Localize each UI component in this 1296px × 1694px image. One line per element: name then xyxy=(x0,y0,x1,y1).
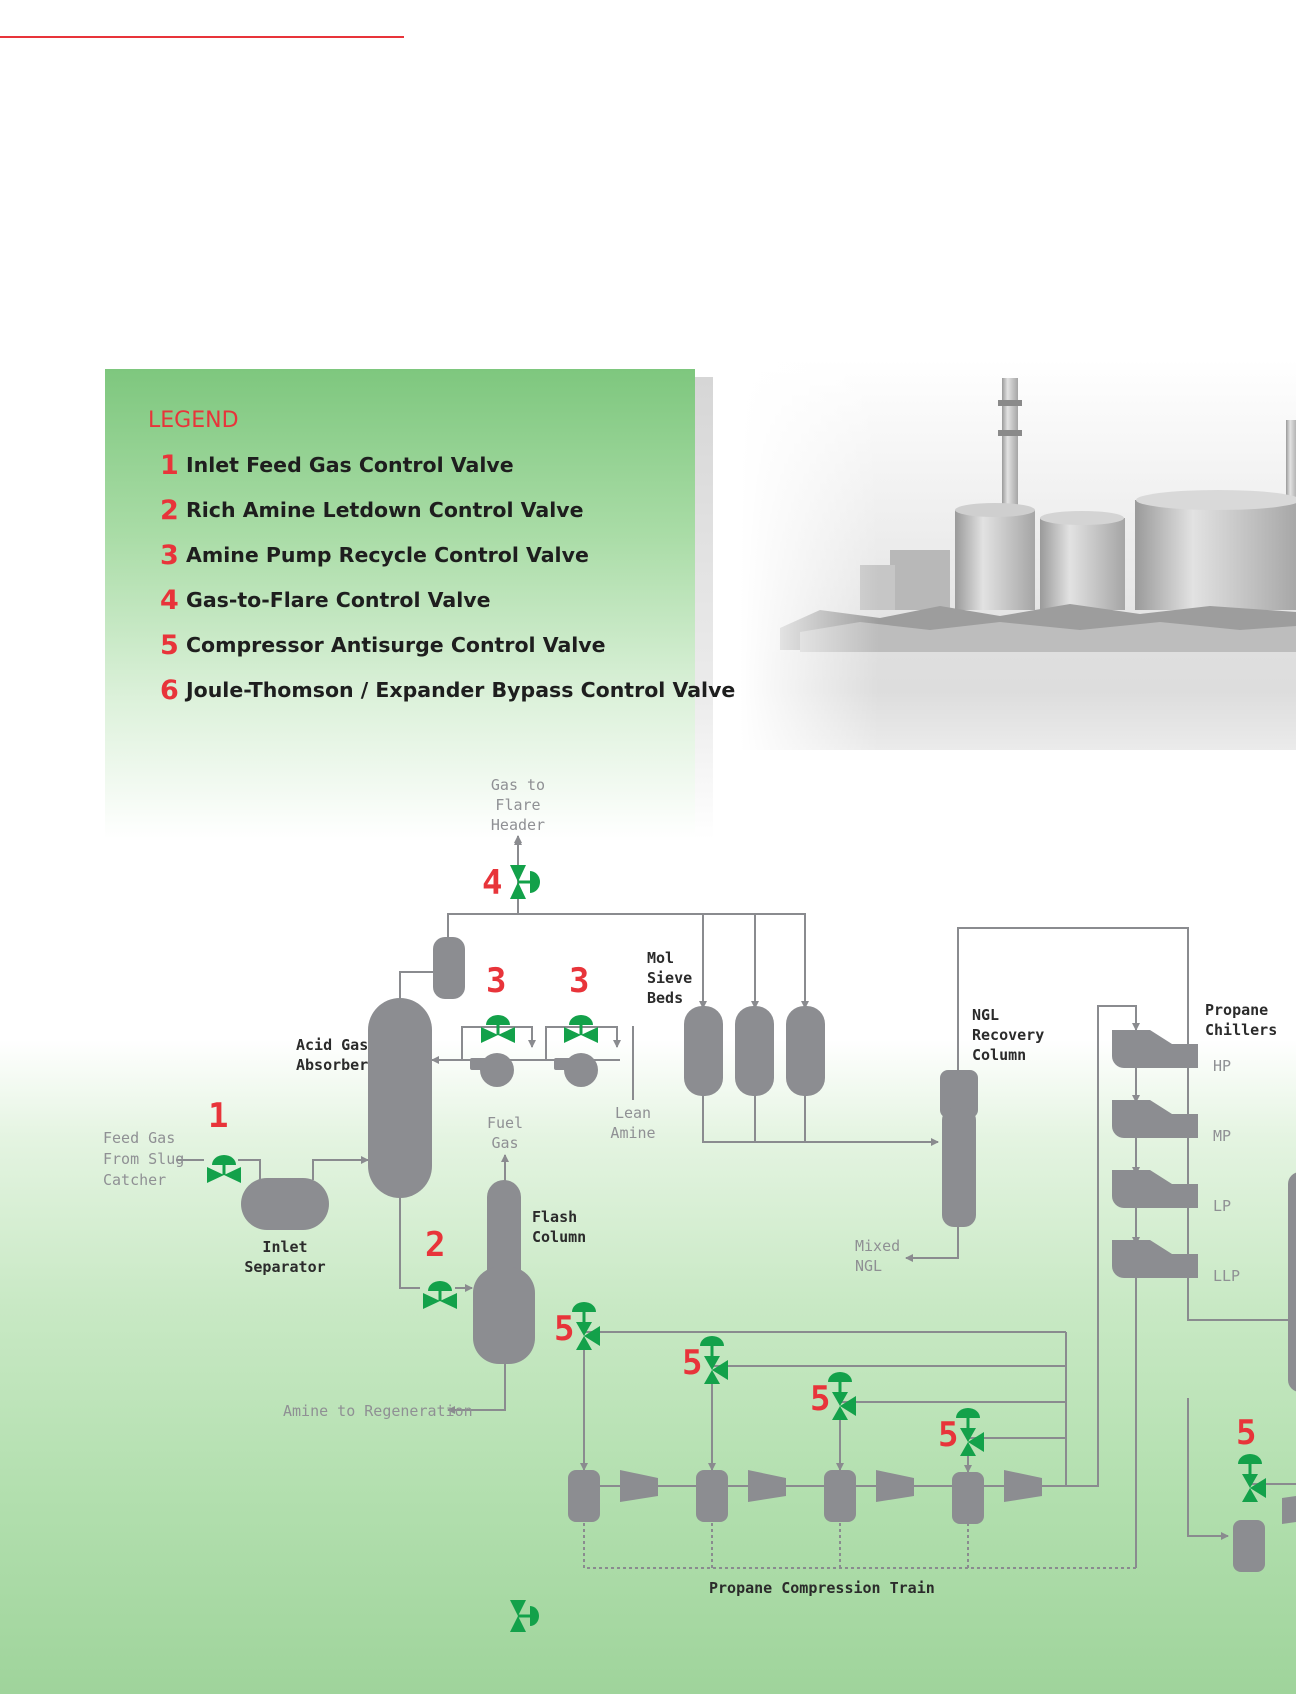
label-amine-to-regeneration: Amine to Regeneration xyxy=(283,1402,473,1420)
legend-number: 4 xyxy=(160,584,179,616)
label-inlet-separator-1: Inlet xyxy=(262,1238,307,1256)
legend-item-3: 3 Amine Pump Recycle Control Valve xyxy=(160,538,589,572)
diagram-background xyxy=(0,1040,1296,1694)
label-feed-gas-2: From Slug xyxy=(103,1150,184,1168)
valve-number-3a: 3 xyxy=(486,961,506,1001)
label-acid-gas-absorber-1: Acid Gas xyxy=(296,1036,368,1054)
legend-item-6: 6 Joule-Thomson / Expander Bypass Contro… xyxy=(160,673,735,707)
label-ngl-column-1: NGL xyxy=(972,1006,999,1024)
legend-item-5: 5 Compressor Antisurge Control Valve xyxy=(160,628,606,662)
label-feed-gas-3: Catcher xyxy=(103,1171,166,1189)
valve-1-icon xyxy=(207,1155,241,1183)
gas-plant-photo xyxy=(740,360,1296,750)
valve-number-1: 1 xyxy=(208,1096,228,1136)
label-mol-sieve-1: Mol xyxy=(647,949,674,967)
label-propane-chillers-2: Chillers xyxy=(1205,1021,1277,1039)
label-lean-amine-1: Lean xyxy=(615,1104,651,1122)
label-gas-to-flare-3: Header xyxy=(491,816,545,834)
legend-label: Gas-to-Flare Control Valve xyxy=(186,588,491,612)
valve-number-5b: 5 xyxy=(682,1343,702,1383)
label-ngl-column-3: Column xyxy=(972,1046,1026,1064)
legend-number: 2 xyxy=(160,494,179,526)
label-mol-sieve-3: Beds xyxy=(647,989,683,1007)
legend-panel-shadow xyxy=(695,377,713,839)
legend-number: 5 xyxy=(160,629,179,661)
label-fuel-gas-2: Gas xyxy=(491,1134,518,1152)
valve-number-5a: 5 xyxy=(554,1309,574,1349)
label-flash-column-2: Column xyxy=(532,1228,586,1246)
label-mol-sieve-2: Sieve xyxy=(647,969,692,987)
valve-number-4: 4 xyxy=(482,863,502,903)
label-propane-compression-train: Propane Compression Train xyxy=(709,1579,935,1597)
process-flow-diagram: 1 2 3 3 4 5 5 5 5 5 Gas to Flare Header … xyxy=(103,776,1296,1632)
label-lean-amine-2: Amine xyxy=(610,1124,655,1142)
label-fuel-gas-1: Fuel xyxy=(487,1114,523,1132)
legend-number: 3 xyxy=(160,539,179,571)
valve-number-3b: 3 xyxy=(569,961,589,1001)
label-gas-to-flare-2: Flare xyxy=(495,796,540,814)
label-ngl-column-2: Recovery xyxy=(972,1026,1044,1044)
label-chiller-mp: MP xyxy=(1213,1127,1231,1145)
label-feed-gas-1: Feed Gas xyxy=(103,1129,175,1147)
legend-label: Inlet Feed Gas Control Valve xyxy=(186,453,514,477)
valve-number-5d: 5 xyxy=(938,1415,958,1455)
legend-number: 6 xyxy=(160,674,179,706)
top-red-rule xyxy=(0,36,404,38)
legend-number: 1 xyxy=(160,449,179,481)
label-inlet-separator-2: Separator xyxy=(244,1258,325,1276)
label-chiller-lp: LP xyxy=(1213,1197,1231,1215)
label-mixed-ngl-1: Mixed xyxy=(855,1237,900,1255)
label-mixed-ngl-2: NGL xyxy=(855,1257,882,1275)
label-chiller-llp: LLP xyxy=(1213,1267,1240,1285)
legend-label: Rich Amine Letdown Control Valve xyxy=(186,498,584,522)
valve-number-5e: 5 xyxy=(1236,1413,1256,1453)
legend-item-1: 1 Inlet Feed Gas Control Valve xyxy=(160,448,514,482)
valve-number-2: 2 xyxy=(425,1225,445,1265)
label-chiller-hp: HP xyxy=(1213,1057,1231,1075)
legend-label: Joule-Thomson / Expander Bypass Control … xyxy=(186,678,736,702)
label-acid-gas-absorber-2: Absorber xyxy=(296,1056,368,1074)
label-flash-column-1: Flash xyxy=(532,1208,577,1226)
legend-title: LEGEND xyxy=(148,408,239,433)
legend-label: Compressor Antisurge Control Valve xyxy=(186,633,606,657)
valve-number-5c: 5 xyxy=(810,1379,830,1419)
label-propane-chillers-1: Propane xyxy=(1205,1001,1268,1019)
legend-panel xyxy=(105,369,695,839)
label-gas-to-flare-1: Gas to xyxy=(491,776,545,794)
legend-label: Amine Pump Recycle Control Valve xyxy=(186,543,589,567)
legend-item-4: 4 Gas-to-Flare Control Valve xyxy=(160,583,491,617)
legend-item-2: 2 Rich Amine Letdown Control Valve xyxy=(160,493,584,527)
